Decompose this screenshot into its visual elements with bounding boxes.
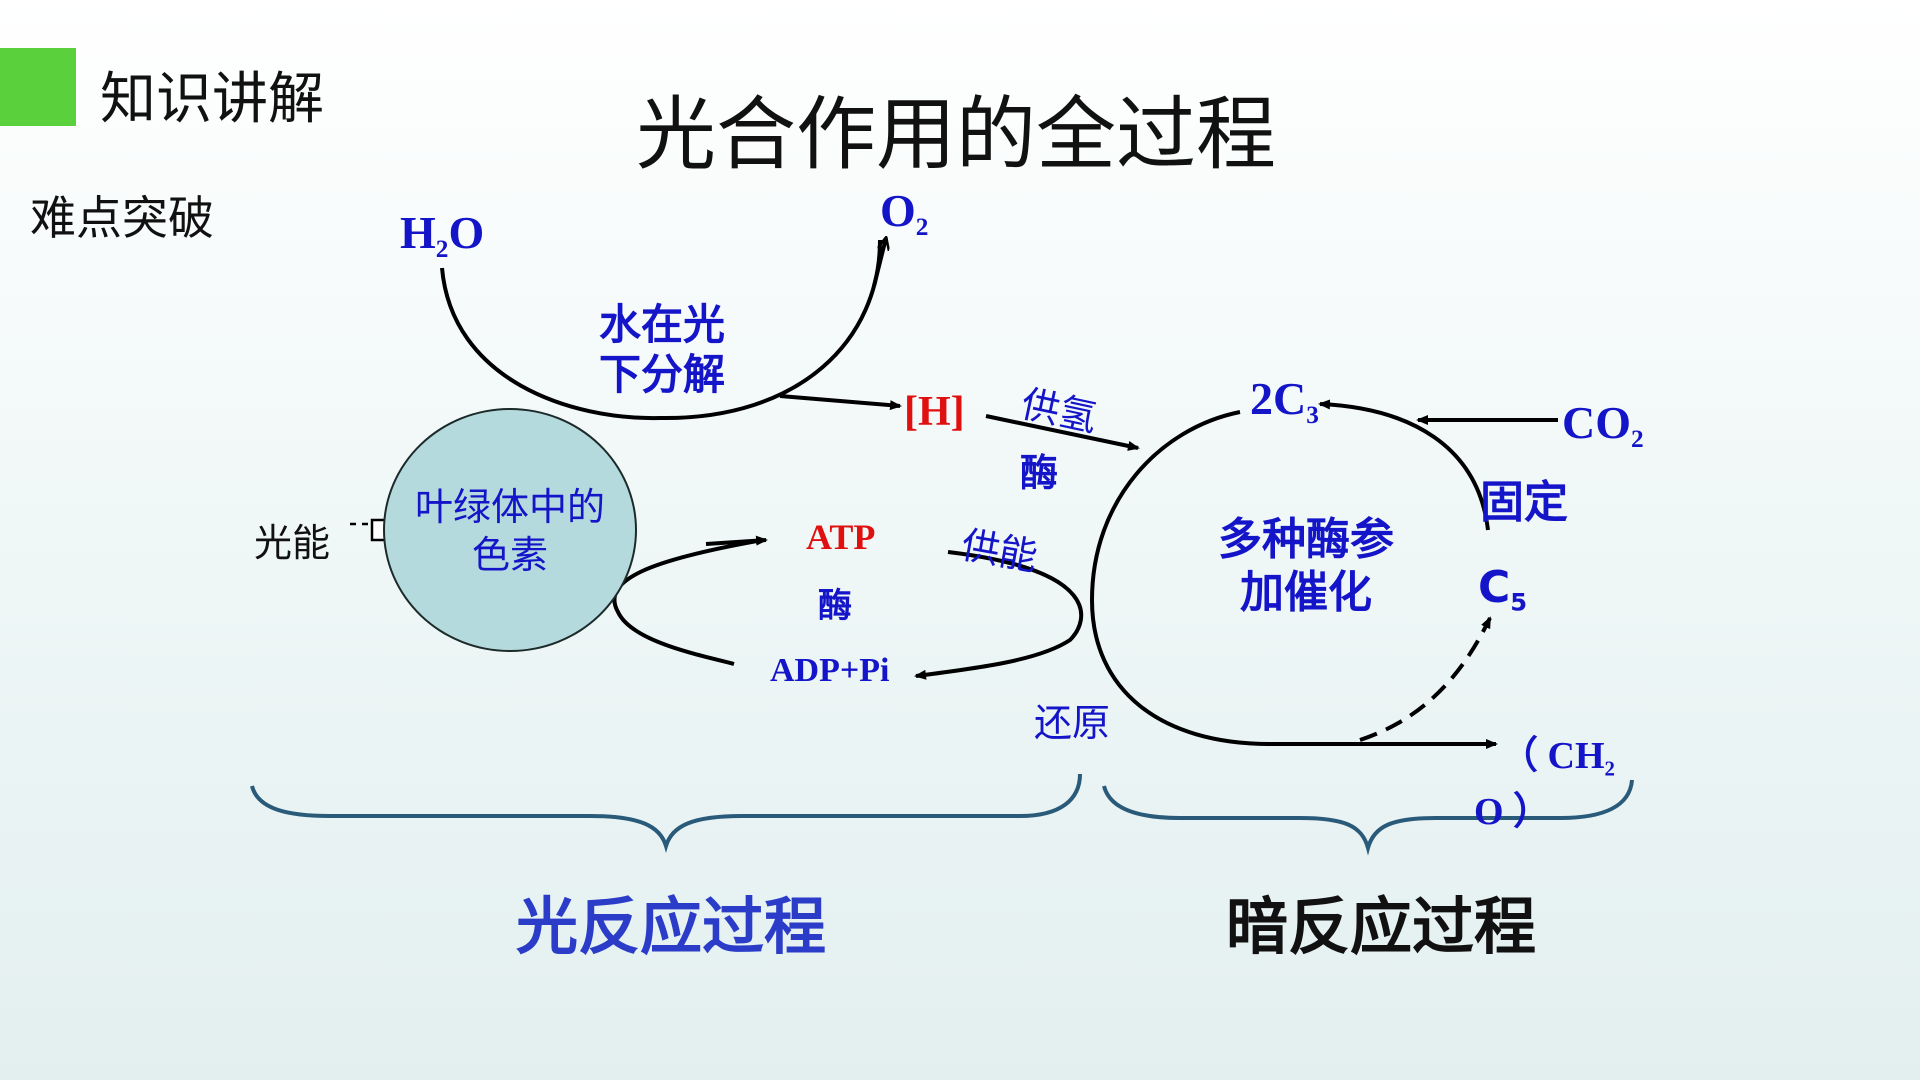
dark-reaction-brace <box>1102 779 1634 856</box>
co2-subscript: 2 <box>1631 424 1644 453</box>
reduction-label: 还原 <box>1034 701 1111 745</box>
oxygen-subscript: 2 <box>915 212 929 241</box>
oxygen-label: O2 <box>880 184 928 242</box>
dark-reaction-label: 暗反应过程 <box>1226 890 1537 963</box>
c5-subscript: 5 <box>1510 588 1528 617</box>
light-reaction-brace <box>250 773 1082 853</box>
supply-hydrogen-arrow <box>985 414 1140 451</box>
fixation-label: 固定 <box>1480 477 1568 528</box>
pigment-label: 叶绿体中的色素 <box>414 485 605 577</box>
calvin-cycle-top <box>1318 399 1490 531</box>
water-subscript: 2 <box>435 234 449 263</box>
c5-symbol: C <box>1478 562 1511 613</box>
hydrogen-label: [H] <box>904 389 965 435</box>
ch2o-tail: O ） <box>1474 791 1552 833</box>
page-title: 光合作用的全过程 <box>636 88 1276 181</box>
photolysis-label: 水在光下分解 <box>598 300 725 400</box>
enzyme-label-2: 酶 <box>818 586 852 626</box>
ch2o-label: （ CH2 <box>1500 724 1615 781</box>
co2-symbol: CO <box>1562 397 1631 448</box>
ch2o-symbol: （ CH <box>1500 735 1605 777</box>
c3-subscript: 3 <box>1306 400 1319 429</box>
atp-label: ATP <box>806 517 876 557</box>
hydrogen-arrow <box>779 394 902 411</box>
regeneration-arrow <box>1359 616 1492 742</box>
light-energy-label: 光能 <box>254 521 331 565</box>
atp-arrow <box>705 535 768 546</box>
calvin-cycle-left <box>1089 410 1271 746</box>
photolysis-arc <box>440 239 882 421</box>
sub-label: 难点突破 <box>30 191 214 245</box>
section-marker <box>0 48 76 126</box>
water-label: H2O <box>400 206 484 264</box>
adp-label: ADP+Pi <box>770 652 890 689</box>
water-symbol: H <box>400 207 436 258</box>
catalysis-label: 多种酶参加催化 <box>1218 514 1394 618</box>
water-tail: O <box>448 207 485 258</box>
pigment-circle <box>383 408 637 652</box>
enzyme-label-1: 酶 <box>1020 451 1059 495</box>
light-reaction-label: 光反应过程 <box>516 890 827 963</box>
atp-loop-right <box>914 550 1084 680</box>
oxygen-arrow <box>872 238 886 287</box>
c3-label: 2C3 <box>1250 372 1319 430</box>
c5-label: C5 <box>1478 562 1527 616</box>
atp-loop-left <box>612 538 764 666</box>
c3-symbol: 2C <box>1250 373 1307 424</box>
section-label: 知识讲解 <box>100 67 324 132</box>
ch2o-subscript: 2 <box>1604 756 1615 781</box>
oxygen-symbol: O <box>880 185 916 236</box>
co2-label: CO2 <box>1562 396 1644 454</box>
